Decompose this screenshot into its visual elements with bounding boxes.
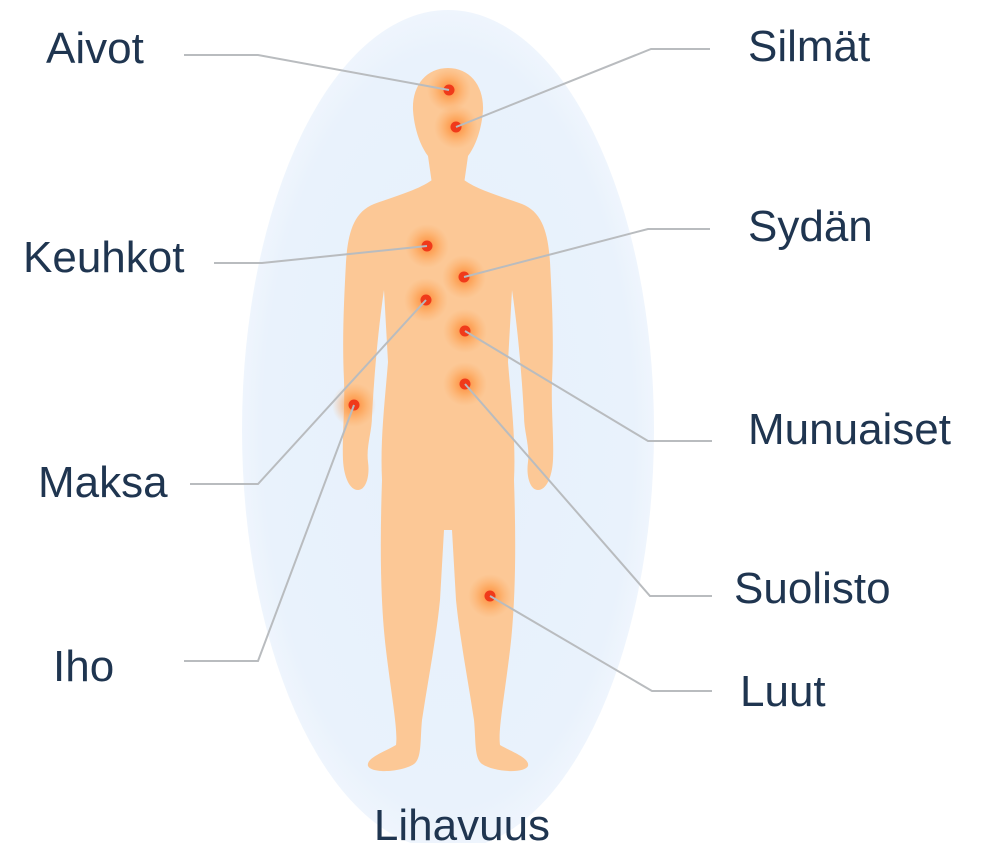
label-silmat: Silmät	[748, 22, 870, 71]
label-sydan: Sydän	[748, 202, 873, 251]
label-munuaiset: Munuaiset	[748, 405, 951, 454]
caption-lihavuus: Lihavuus	[374, 801, 550, 843]
label-iho: Iho	[53, 642, 114, 691]
label-aivot: Aivot	[46, 24, 144, 73]
label-luut: Luut	[740, 667, 826, 716]
label-suolisto: Suolisto	[734, 564, 891, 613]
label-maksa: Maksa	[38, 458, 168, 507]
label-keuhkot: Keuhkot	[23, 233, 184, 282]
